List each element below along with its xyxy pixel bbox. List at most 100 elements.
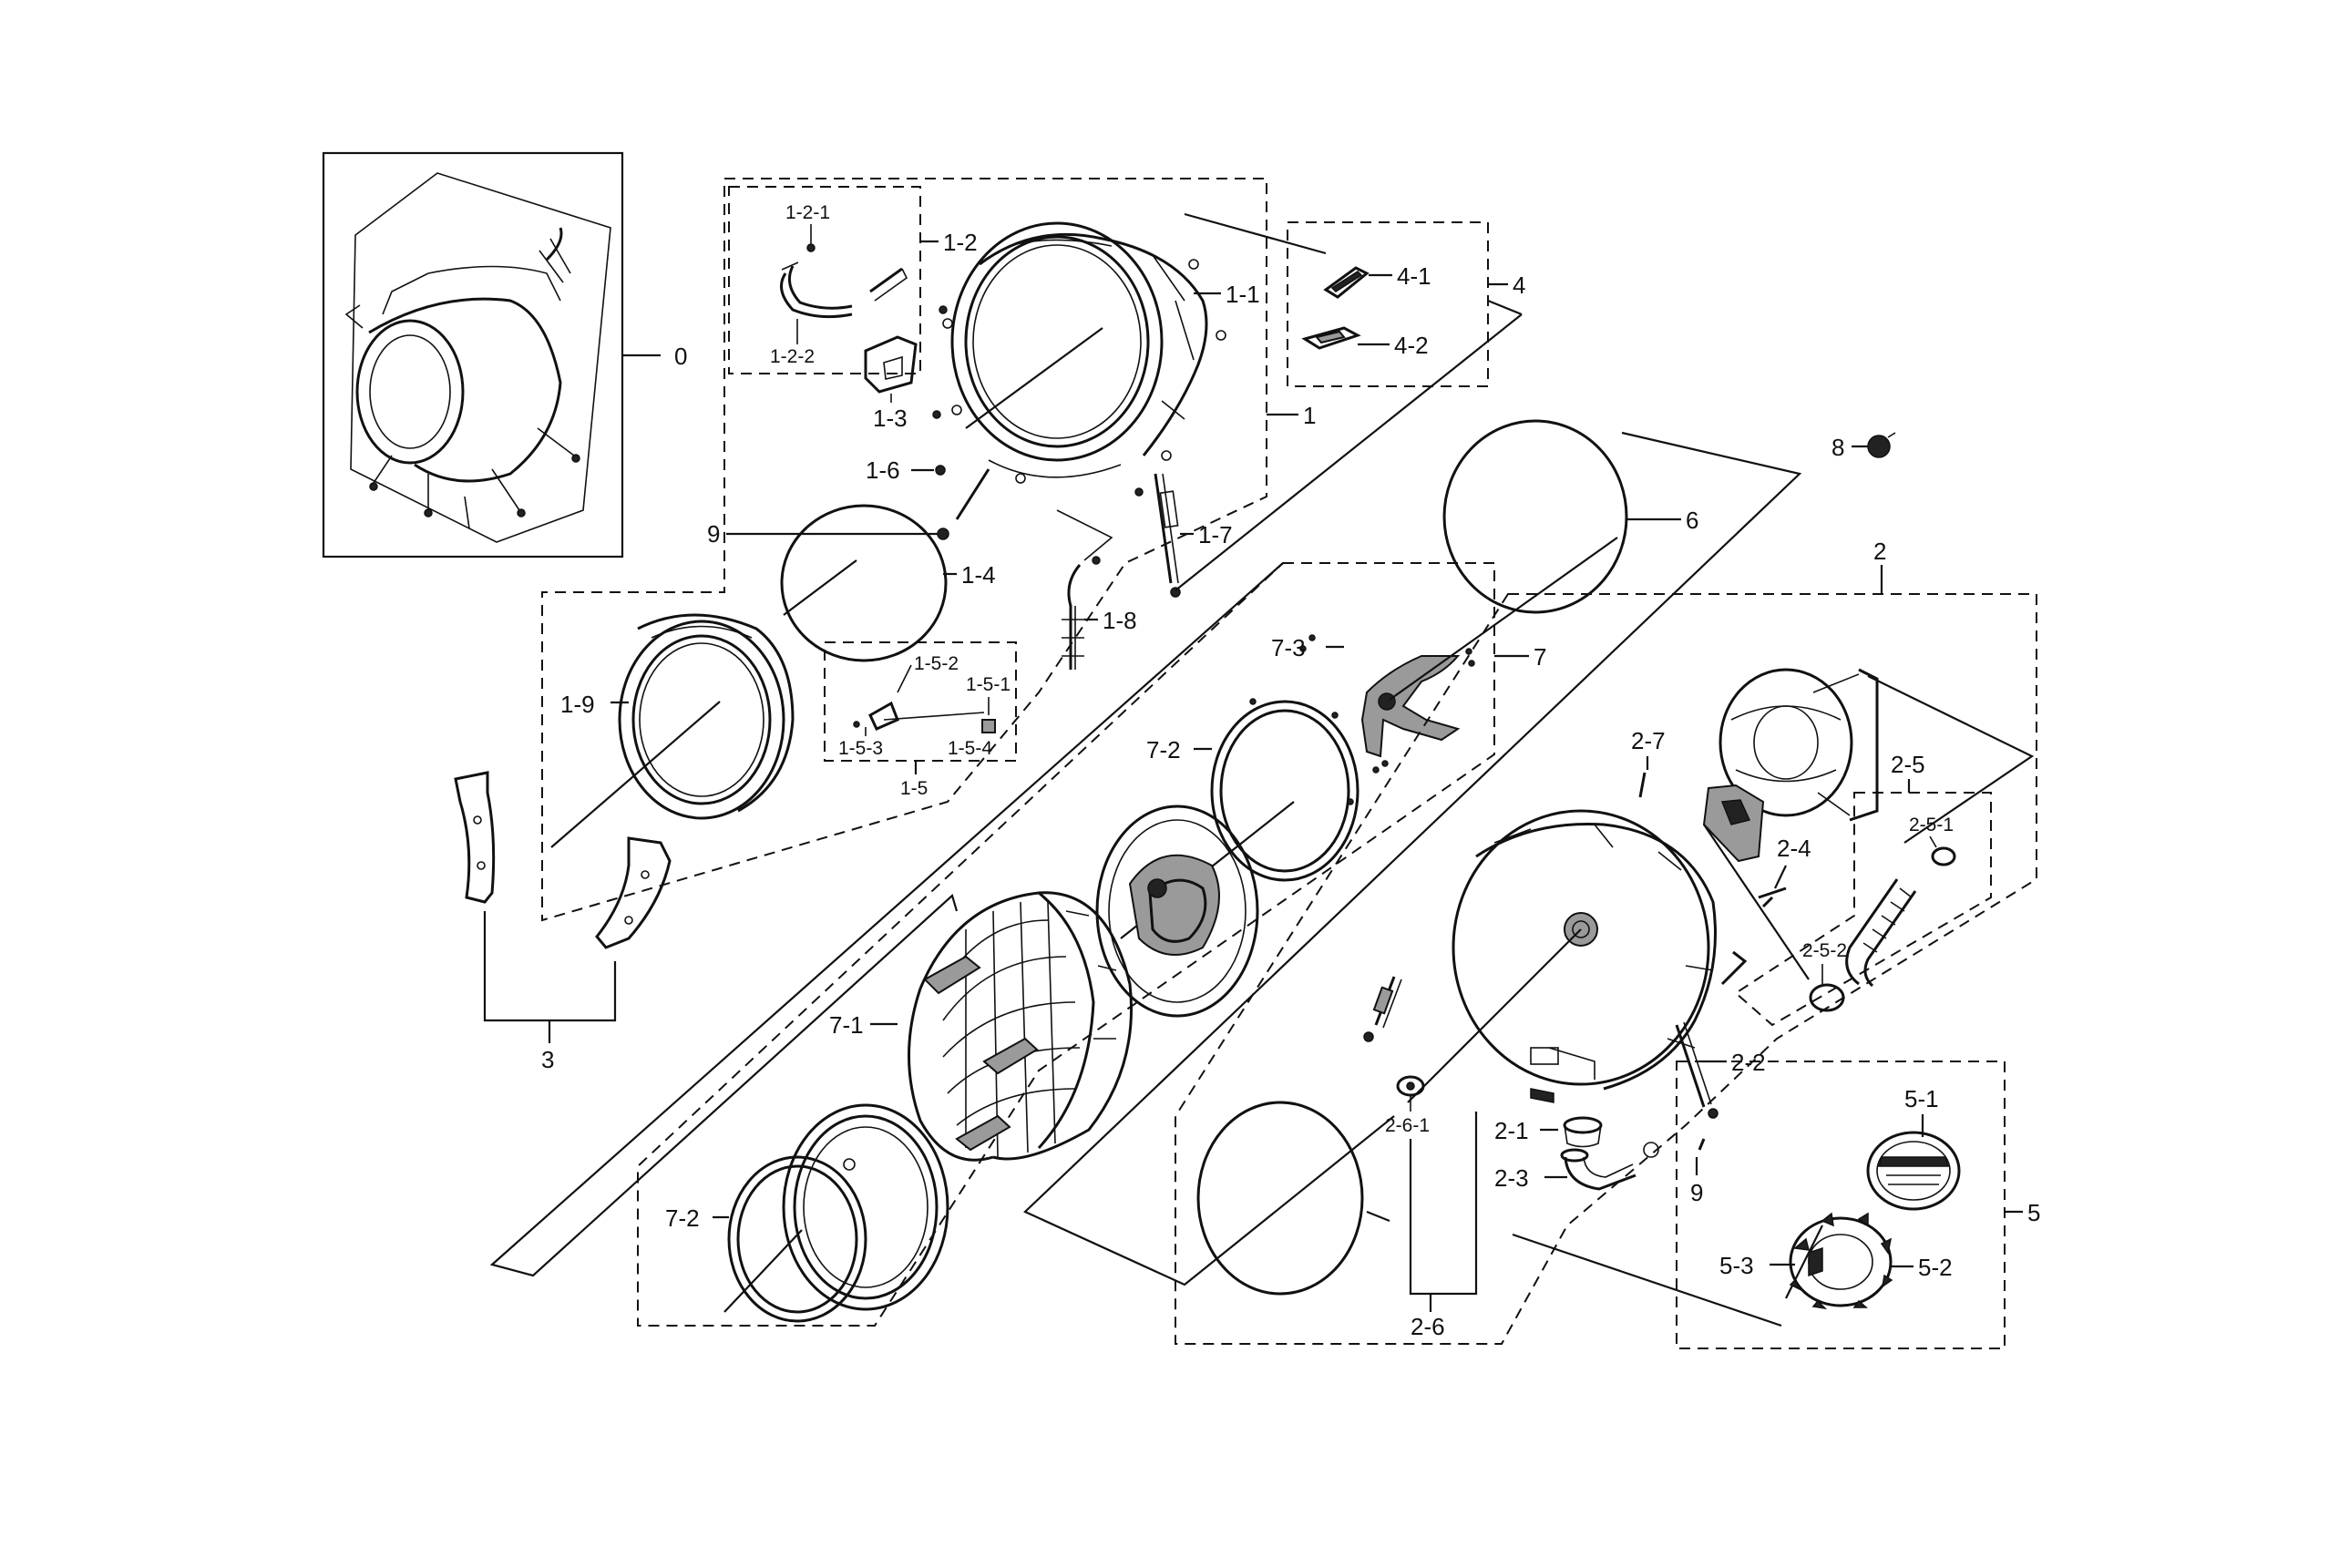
group-5-motor: 5 5-1 5-2 5-3 bbox=[1512, 1061, 2040, 1349]
group-2-boundary bbox=[1175, 593, 2037, 1345]
drain-hose-icon[interactable] bbox=[1062, 556, 1101, 670]
spider-flange-icon[interactable] bbox=[1299, 634, 1475, 774]
callout-1: 1 bbox=[1303, 402, 1316, 429]
stator-icon[interactable] bbox=[1789, 1212, 1893, 1310]
sensor-probe-icon[interactable] bbox=[1758, 886, 1787, 908]
callout-7-2-upper: 7-2 bbox=[1146, 736, 1181, 764]
callout-1-2-2: 1-2-2 bbox=[770, 346, 815, 367]
rear-gasket-icon[interactable] bbox=[1196, 1101, 1364, 1296]
bracket-icon[interactable] bbox=[864, 335, 918, 394]
callout-0: 0 bbox=[674, 343, 687, 370]
callout-8: 8 bbox=[1831, 434, 1844, 461]
drum-icon[interactable] bbox=[908, 891, 1134, 1162]
rear-damper-icon[interactable] bbox=[1363, 950, 1748, 1119]
callout-9-lower: 9 bbox=[1690, 1179, 1703, 1206]
callout-1-8: 1-8 bbox=[1103, 607, 1137, 634]
callout-1-6: 1-6 bbox=[866, 456, 900, 484]
assembly-0-frame bbox=[322, 151, 624, 559]
elbow-hose-icon[interactable] bbox=[1560, 1142, 1659, 1191]
balancer-ring-icon[interactable] bbox=[727, 1155, 867, 1323]
seal-icon[interactable] bbox=[1396, 1075, 1425, 1097]
callout-6: 6 bbox=[1686, 507, 1698, 534]
callout-7-3: 7-3 bbox=[1271, 634, 1306, 661]
group-4-boundary bbox=[1287, 221, 1489, 387]
group-1-5-boundary bbox=[824, 641, 1017, 762]
callout-2: 2 bbox=[1873, 538, 1886, 565]
sump-fitting-icon[interactable] bbox=[1530, 1088, 1603, 1148]
gasket-ring-icon[interactable] bbox=[780, 504, 948, 662]
callout-1-2: 1-2 bbox=[943, 229, 978, 256]
callout-3: 3 bbox=[541, 1046, 554, 1073]
callout-7-1: 7-1 bbox=[829, 1011, 864, 1039]
callout-2-7: 2-7 bbox=[1631, 727, 1666, 754]
group-1-boundary bbox=[541, 178, 1267, 922]
callout-1-9: 1-9 bbox=[560, 691, 595, 718]
hose-icon[interactable] bbox=[780, 261, 908, 319]
callout-1-5-2: 1-5-2 bbox=[914, 653, 959, 674]
callout-1-5-1: 1-5-1 bbox=[966, 674, 1011, 695]
callout-2-4: 2-4 bbox=[1777, 835, 1811, 862]
callout-5-1: 5-1 bbox=[1904, 1085, 1939, 1112]
filter-cap-icon[interactable] bbox=[1809, 983, 1845, 1012]
group-5-boundary bbox=[1676, 1061, 2006, 1349]
drum-back-icon[interactable] bbox=[1095, 804, 1259, 1018]
damper-icon[interactable] bbox=[1134, 473, 1181, 598]
callout-2-3: 2-3 bbox=[1494, 1164, 1529, 1192]
callout-1-5-3: 1-5-3 bbox=[838, 738, 883, 759]
group-6: 6 bbox=[1023, 419, 1802, 1286]
hinge-icon[interactable] bbox=[1323, 266, 1370, 299]
damper-rod-icon[interactable] bbox=[955, 468, 990, 520]
rear-tub-icon[interactable] bbox=[1452, 809, 1717, 1091]
group-8: 8 bbox=[1831, 432, 1896, 461]
weight-bracket-right-icon[interactable] bbox=[595, 836, 672, 949]
rear-cover-icon[interactable] bbox=[1719, 668, 1879, 822]
knob-icon[interactable] bbox=[1867, 432, 1896, 458]
callout-7-2-lower: 7-2 bbox=[665, 1204, 700, 1232]
door-ring-icon[interactable] bbox=[618, 613, 795, 820]
callout-1-1: 1-1 bbox=[1226, 281, 1260, 308]
drain-pipe-icon[interactable] bbox=[1845, 878, 1917, 988]
group-1-2-boundary bbox=[728, 186, 921, 374]
callout-1-3: 1-3 bbox=[873, 405, 908, 432]
callout-4-1: 4-1 bbox=[1397, 262, 1431, 290]
cap-icon[interactable] bbox=[1931, 846, 1956, 866]
callout-7: 7 bbox=[1534, 643, 1546, 671]
mount-bracket-icon[interactable] bbox=[1702, 784, 1765, 863]
callout-2-6: 2-6 bbox=[1411, 1313, 1445, 1340]
screw-icon[interactable] bbox=[1698, 1138, 1706, 1151]
group-7-boundary bbox=[637, 562, 1495, 1327]
group-7-drum: 7 7-3 7-2 bbox=[489, 537, 1618, 1327]
rotor-icon[interactable] bbox=[1866, 1131, 1961, 1211]
callout-5-3: 5-3 bbox=[1719, 1252, 1754, 1279]
tub-assembly-icon[interactable] bbox=[344, 172, 611, 543]
callout-1-7: 1-7 bbox=[1198, 521, 1233, 548]
callout-4-2: 4-2 bbox=[1394, 332, 1429, 359]
callout-5: 5 bbox=[2027, 1199, 2040, 1226]
seal-ring-icon[interactable] bbox=[1442, 419, 1628, 614]
bolt-icon[interactable] bbox=[1638, 772, 1647, 798]
weight-bracket-left-icon[interactable] bbox=[454, 771, 496, 904]
group-4: 4 4-1 4-2 bbox=[1175, 221, 1525, 591]
front-ring-icon[interactable] bbox=[782, 1103, 949, 1311]
callout-9-upper: 9 bbox=[707, 520, 720, 548]
latch-icon[interactable] bbox=[1301, 326, 1361, 350]
callout-5-2: 5-2 bbox=[1918, 1254, 1953, 1281]
callout-4: 4 bbox=[1513, 272, 1525, 299]
callout-2-6-1: 2-6-1 bbox=[1385, 1115, 1430, 1136]
callout-1-5-4: 1-5-4 bbox=[948, 738, 992, 759]
group-1-front-tub: 1 1-2 1-2-1 1-2-2 1-3 bbox=[541, 178, 1327, 922]
callout-2-5-2: 2-5-2 bbox=[1802, 940, 1847, 961]
sensor-icon[interactable] bbox=[853, 701, 996, 733]
callout-2-5: 2-5 bbox=[1891, 751, 1925, 778]
group-3: 3 bbox=[454, 771, 672, 1073]
callout-1-5: 1-5 bbox=[900, 778, 928, 799]
callout-2-1: 2-1 bbox=[1494, 1117, 1529, 1144]
rear-ring-icon[interactable] bbox=[1210, 698, 1359, 882]
callout-1-2-1: 1-2-1 bbox=[785, 202, 830, 223]
group-2-rear-tub: 2 2-7 2-4 bbox=[1175, 538, 2037, 1345]
callout-2-5-1: 2-5-1 bbox=[1909, 815, 1954, 835]
front-tub-icon[interactable] bbox=[932, 221, 1226, 484]
group-2-5-boundary bbox=[1734, 792, 1992, 1027]
callout-1-4: 1-4 bbox=[961, 561, 996, 589]
